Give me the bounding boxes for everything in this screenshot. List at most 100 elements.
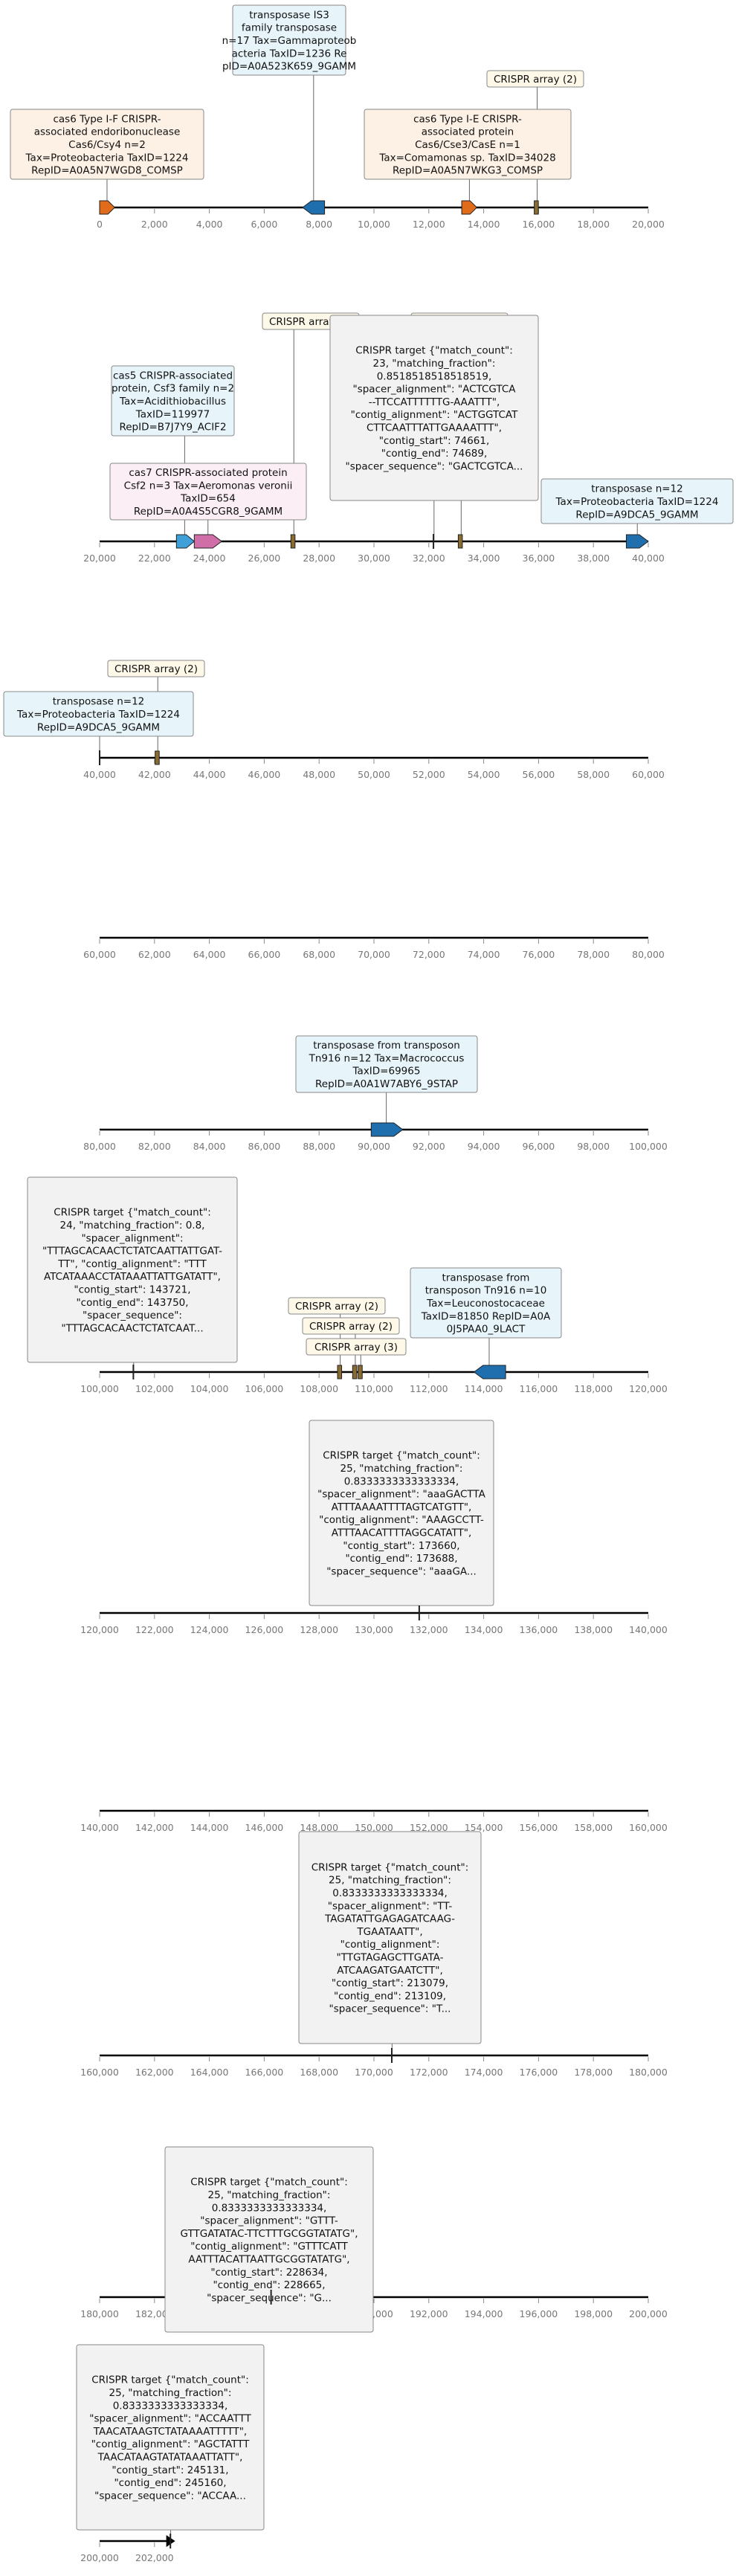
annotation-text-line: Tax=Acidithiobacillus — [119, 396, 226, 408]
transposase-gene-arrow[interactable] — [625, 534, 649, 549]
axis-tick-label: 72,000 — [413, 949, 445, 960]
annotation-text-line: CRISPR array (2) — [295, 1301, 378, 1313]
axis-tick-label: 96,000 — [523, 1141, 555, 1152]
feature-annotation[interactable]: CRISPR array (2) — [302, 1317, 400, 1335]
axis-tick-label: 4,000 — [196, 219, 223, 230]
axis-tick-label: 40,000 — [632, 553, 665, 564]
annotation-text-line: "contig_alignment": — [340, 1939, 440, 1951]
axis-tick-label: 16,000 — [523, 219, 555, 230]
annotation-text-line: Csf2 n=3 Tax=Aeromonas veronii — [124, 480, 293, 492]
annotation-text-line: CRISPR array (3) — [314, 1342, 398, 1353]
annotation-text-line: GTTGATATAC-TTCTTTGCGGTATATG", — [181, 2228, 358, 2240]
annotation-text-line: "TTGTAGAGCTTGATA- — [337, 1951, 444, 1963]
cas-gene-arrow[interactable] — [175, 534, 196, 549]
transposase-gene-arrow[interactable] — [370, 1122, 404, 1137]
annotation-text-line: ATTTAACATTTTAGGCATATT", — [332, 1527, 472, 1539]
transposase-gene-arrow[interactable] — [302, 200, 326, 215]
feature-annotation[interactable]: CRISPR array (3) — [306, 1338, 407, 1356]
annotation-box — [540, 478, 734, 524]
annotation-text-line: "contig_alignment": "AAAGCCTT- — [319, 1514, 484, 1526]
annotation-text-line: transposon Tn916 n=10 — [425, 1285, 547, 1297]
annotation-text-line: RepID=A0A4S5CGR8_9GAMM — [134, 506, 283, 518]
annotation-text-line: "spacer_alignment": "aaaGACTTA — [317, 1489, 485, 1501]
crispr-array-block[interactable] — [337, 1365, 343, 1379]
annotation-text-line: ATTTAAAATTTTAGTCATGTT", — [332, 1501, 472, 1513]
annotation-text-line: RepID=B7J7Y9_ACIF2 — [119, 422, 226, 434]
transposase-gene-arrow[interactable] — [473, 1365, 506, 1379]
axis-tick-label: 150,000 — [355, 1822, 393, 1833]
axis-tick-label: 102,000 — [135, 1383, 174, 1394]
annotation-box — [107, 660, 205, 677]
annotation-box — [109, 463, 307, 521]
feature-annotation[interactable]: CRISPR target {"match_count":23, "matchi… — [329, 315, 539, 501]
feature-annotation[interactable]: CRISPR target {"match_count":25, "matchi… — [164, 2146, 374, 2333]
axis-tick-label: 140,000 — [629, 1624, 668, 1635]
annotation-text-line: CRISPR target {"match_count": — [355, 345, 513, 357]
annotation-text-line: "contig_start": 245131, — [112, 2464, 228, 2476]
annotation-text-line: RepID=A9DCA5_9GAMM — [37, 721, 160, 733]
annotation-text-line: "contig_end": 213109, — [334, 1990, 446, 2002]
axis-tick-label: 162,000 — [135, 2067, 174, 2078]
feature-annotation[interactable]: CRISPR target {"match_count":25, "matchi… — [309, 1420, 494, 1606]
feature-annotation[interactable]: CRISPR target {"match_count":25, "matchi… — [298, 1831, 482, 2044]
feature-annotation[interactable]: cas6 Type I-F CRISPR-associated endoribo… — [10, 109, 204, 180]
annotation-text-line: ATCATAAACCTATAAATTATTGATATT", — [44, 1271, 221, 1283]
annotation-text-line: "contig_end": 143750, — [76, 1297, 188, 1309]
crispr-array-block[interactable] — [534, 200, 539, 215]
axis-tick-label: 118,000 — [574, 1383, 613, 1394]
feature-annotation[interactable]: CRISPR array (2) — [486, 70, 584, 88]
axis-tick-label: 90,000 — [358, 1141, 390, 1152]
cas-gene-arrow[interactable] — [99, 200, 116, 215]
annotation-text-line: cas5 CRISPR-associated — [113, 370, 233, 381]
annotation-text-line: Tax=Proteobacteria TaxID=1224 — [555, 496, 719, 508]
annotation-text-line: CTTCAATTTATTGAAAATTT", — [367, 422, 502, 434]
axis-tick-label: 36,000 — [523, 553, 555, 564]
feature-annotation[interactable]: CRISPR target {"match_count":25, "matchi… — [76, 2344, 265, 2531]
axis-tick-label: 68,000 — [303, 949, 335, 960]
axis-tick-label: 200,000 — [80, 2552, 119, 2563]
annotation-text-line: pID=A0A523K659_9GAMM — [222, 61, 356, 73]
annotation-text-line: cas6 Type I-F CRISPR- — [53, 113, 161, 125]
cas-gene-arrow[interactable] — [193, 534, 223, 549]
axis-tick-label: 116,000 — [520, 1383, 558, 1394]
annotation-text-line: 0.8333333333333334, — [212, 2202, 327, 2214]
annotation-text-line: cas6 Type I-E CRISPR- — [413, 113, 522, 125]
crispr-array-block[interactable] — [155, 750, 160, 765]
axis-tick-label: 0 — [97, 219, 103, 230]
annotation-text-line: "contig_start": 74661, — [379, 435, 490, 447]
feature-annotation[interactable]: CRISPR array (2) — [107, 660, 205, 677]
cas-gene-arrow[interactable] — [461, 200, 478, 215]
axis-tick-label: 42,000 — [138, 769, 171, 780]
axis-tick-label: 48,000 — [303, 769, 335, 780]
axis-tick-label: 100,000 — [629, 1141, 668, 1152]
axis-tick-label: 158,000 — [574, 1822, 613, 1833]
axis-tick-label: 22,000 — [138, 553, 171, 564]
crispr-array-block[interactable] — [352, 1365, 358, 1379]
annotation-text-line: Cas6/Csy4 n=2 — [68, 139, 146, 151]
axis-tick-label: 60,000 — [83, 949, 116, 960]
feature-annotation[interactable]: cas6 Type I-E CRISPR-associated proteinC… — [364, 109, 572, 180]
annotation-text-line: "spacer_sequence": "G... — [207, 2292, 332, 2304]
axis-tick-label: 14,000 — [468, 219, 500, 230]
annotation-text-line: n=17 Tax=Gammaproteob — [222, 35, 357, 47]
annotation-box — [111, 365, 235, 437]
feature-annotation[interactable]: CRISPR target {"match_count":24, "matchi… — [27, 1176, 238, 1363]
axis-tick-label: 180,000 — [629, 2067, 668, 2078]
annotation-text-line: 0J5PAA0_9LACT — [447, 1324, 526, 1336]
crispr-array-block[interactable] — [358, 1365, 363, 1379]
annotation-text-line: "TTTAGCACAACTCTATCAAT... — [61, 1322, 203, 1334]
axis-tick-label: 196,000 — [520, 2308, 558, 2319]
crispr-array-block[interactable] — [290, 534, 296, 549]
feature-annotation[interactable]: CRISPR array (2) — [288, 1297, 386, 1315]
crispr-array-block[interactable] — [457, 534, 463, 549]
